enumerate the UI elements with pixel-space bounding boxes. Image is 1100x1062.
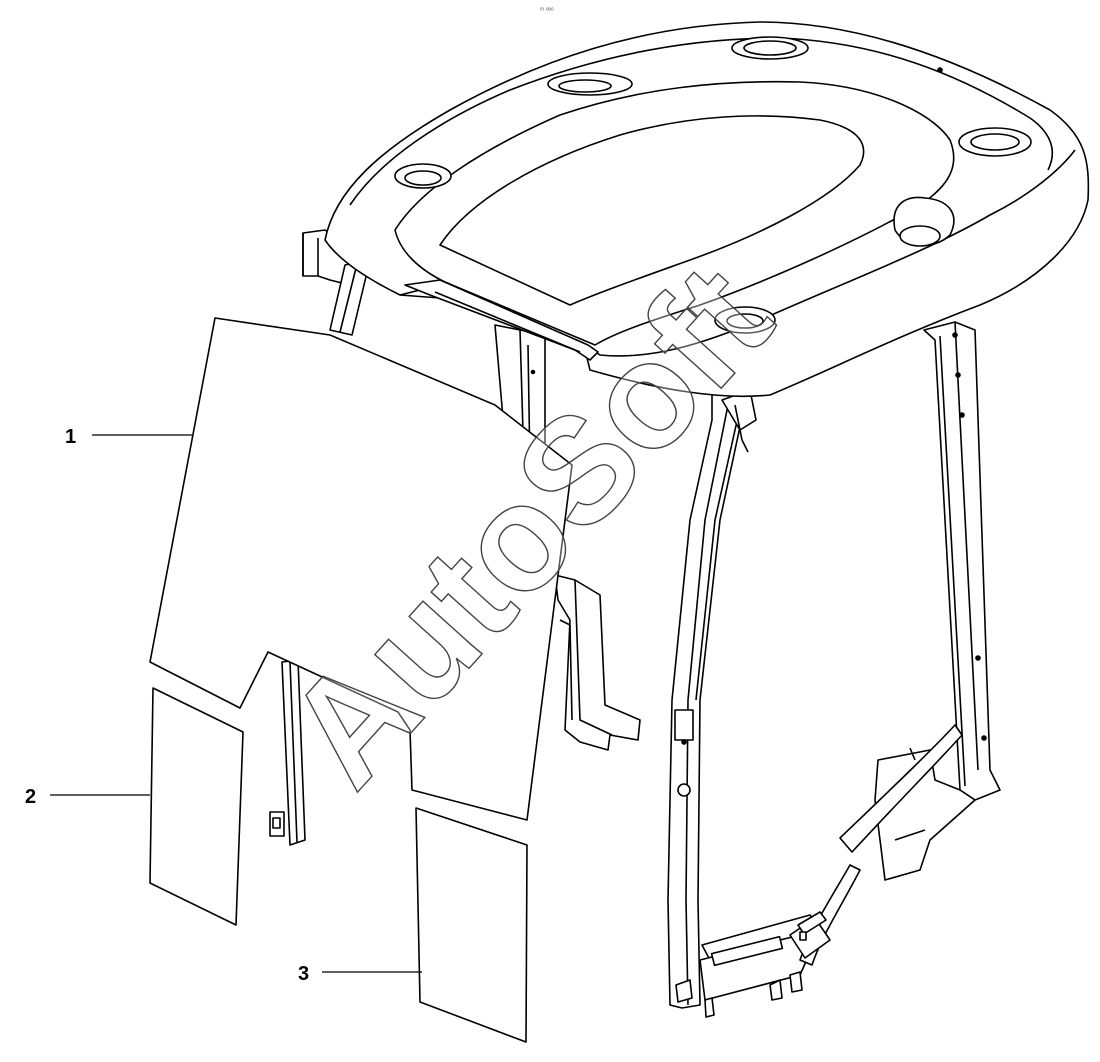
glass-panel-1 (149, 317, 573, 821)
callout-label-3: 3 (298, 963, 309, 985)
header-mark: ᵐ ᵉᵉᵉ (540, 7, 554, 14)
callout-leaders (50, 434, 422, 973)
cab-roof (324, 21, 1090, 398)
glass-panel-3 (415, 807, 528, 1043)
callout-label-1: 1 (65, 426, 76, 448)
cab-frame (269, 229, 1001, 1018)
glass-panel-2 (149, 687, 244, 926)
callout-label-2: 2 (25, 786, 36, 808)
